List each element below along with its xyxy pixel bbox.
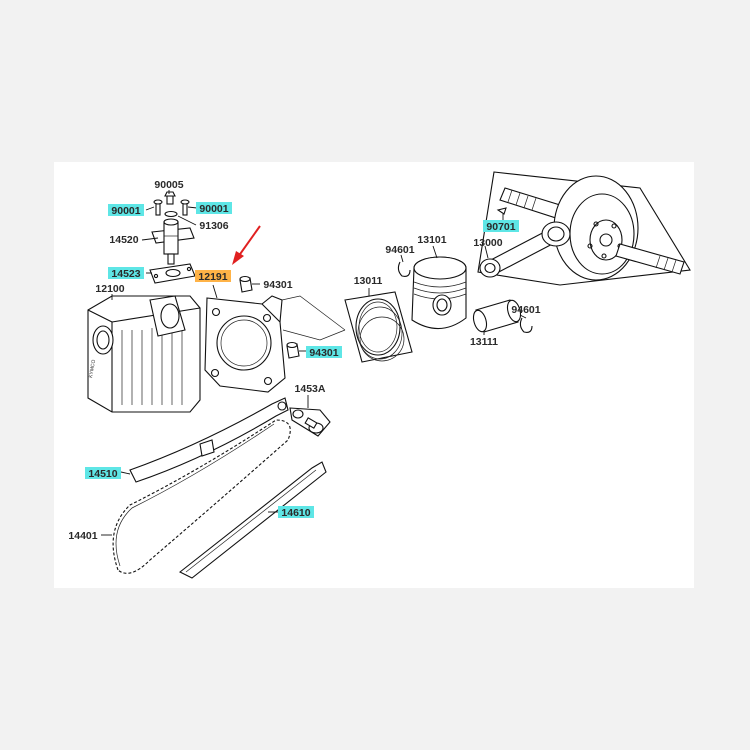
screw-90001-right[interactable] (180, 199, 190, 216)
piston-pin-clip-94601-right[interactable] (519, 317, 533, 333)
piston-pin-clip-94601-top[interactable] (397, 261, 411, 277)
label-94301-bottom[interactable]: 94301 (306, 346, 342, 359)
svg-text:14510: 14510 (88, 468, 117, 480)
label-94601-top[interactable]: 94601 (385, 244, 414, 256)
cylinder-brand-text: KYMCO (88, 359, 97, 378)
part-labels: 90005 90001 90001 91306 14520 14523 1210… (68, 179, 540, 542)
tensioner-body-14520[interactable] (151, 218, 195, 265)
label-90701[interactable]: 90701 (483, 220, 519, 233)
label-14610[interactable]: 14610 (278, 506, 314, 519)
crankshaft-13000[interactable] (477, 171, 691, 286)
svg-text:14523: 14523 (111, 268, 140, 280)
tensioner-gasket-14523[interactable] (149, 263, 196, 284)
svg-text:12191: 12191 (198, 271, 227, 283)
label-1453A[interactable]: 1453A (295, 383, 326, 395)
washer-91306[interactable] (164, 210, 178, 218)
chain-guide-14610[interactable] (178, 461, 327, 579)
svg-text:1453A: 1453A (295, 383, 326, 395)
label-12100[interactable]: 12100 (95, 283, 124, 295)
label-91306[interactable]: 91306 (199, 220, 228, 232)
label-13000[interactable]: 13000 (473, 237, 502, 249)
bolt-90005[interactable] (164, 191, 176, 205)
label-94601-right[interactable]: 94601 (511, 304, 540, 316)
svg-text:13000: 13000 (473, 237, 502, 249)
svg-text:90005: 90005 (154, 179, 183, 191)
piston-pin-13111[interactable] (471, 299, 523, 333)
label-14510[interactable]: 14510 (85, 467, 121, 480)
svg-text:13101: 13101 (417, 234, 446, 246)
label-13011[interactable]: 13011 (354, 275, 383, 287)
svg-text:13111: 13111 (470, 336, 498, 348)
svg-text:14401: 14401 (68, 530, 97, 542)
svg-text:94601: 94601 (511, 304, 540, 316)
label-13101[interactable]: 13101 (417, 234, 446, 246)
label-14520[interactable]: 14520 (109, 234, 138, 246)
svg-text:13011: 13011 (354, 275, 383, 287)
label-12191[interactable]: 12191 (195, 270, 231, 283)
svg-text:90001: 90001 (111, 205, 140, 217)
woodruff-key-90701[interactable] (496, 207, 507, 215)
label-14401[interactable]: 14401 (68, 530, 97, 542)
label-94301-top[interactable]: 94301 (263, 279, 292, 291)
screw-90001-left[interactable] (153, 199, 163, 216)
svg-text:12100: 12100 (95, 283, 124, 295)
svg-text:14610: 14610 (281, 507, 310, 519)
piston-13101[interactable] (411, 256, 467, 330)
svg-text:94601: 94601 (385, 244, 414, 256)
label-14523[interactable]: 14523 (108, 267, 144, 280)
label-13111[interactable]: 13111 (470, 336, 498, 348)
label-90001-right[interactable]: 90001 (196, 202, 232, 215)
svg-text:14520: 14520 (109, 234, 138, 246)
cylinder-gasket-12191[interactable] (204, 295, 286, 393)
svg-text:90001: 90001 (199, 203, 228, 215)
guide-pivot-bolt-1453A[interactable] (289, 407, 331, 437)
label-90001-left[interactable]: 90001 (108, 204, 144, 217)
svg-text:94301: 94301 (309, 347, 338, 359)
cylinder-12100[interactable]: KYMCO (87, 295, 201, 413)
cam-chain-14401[interactable] (112, 419, 291, 574)
svg-text:94301: 94301 (263, 279, 292, 291)
svg-text:90701: 90701 (486, 221, 515, 233)
callout-arrow (232, 225, 261, 265)
label-90005[interactable]: 90005 (154, 179, 183, 191)
chain-tensioner-guide-14510[interactable] (129, 397, 289, 483)
dowel-pin-94301-top[interactable] (239, 275, 253, 293)
cam-chain-tensioner-assembly (141, 190, 198, 284)
dowel-pin-94301-bottom[interactable] (286, 341, 300, 359)
svg-text:91306: 91306 (199, 220, 228, 232)
piston-ring-set-13011[interactable] (344, 291, 413, 363)
